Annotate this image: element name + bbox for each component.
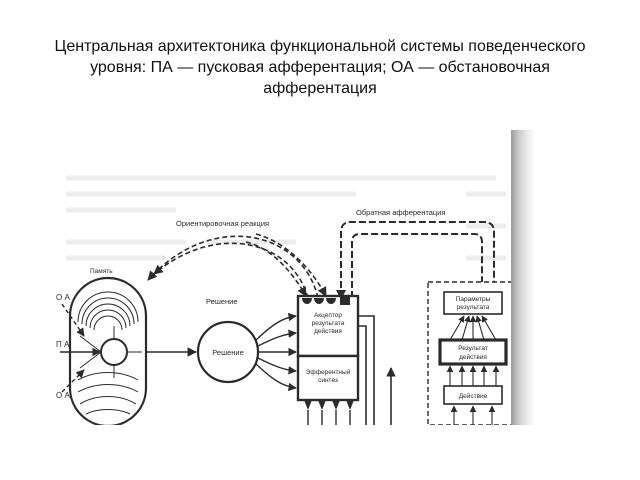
- result-to-params-arrows: [449, 315, 497, 341]
- decision-node-label: Решение: [212, 348, 244, 357]
- pa-label: П А: [56, 340, 70, 349]
- title-line-3: афферентация: [263, 80, 377, 97]
- orienting-reaction-label: Ориентировочная реакция: [176, 219, 269, 228]
- oa-bottom-label: О А: [56, 391, 70, 400]
- decision-output-arrows: [255, 312, 297, 392]
- title-line-2: уровня: ПА — пусковая афферентация; ОА —…: [90, 59, 550, 76]
- functional-system-diagram: Ориентировочная реакция Обратная афферен…: [56, 175, 511, 425]
- orienting-reaction-arrows: [147, 235, 319, 299]
- title-line-1: Центральная архитектоника функциональной…: [54, 38, 586, 55]
- input-arrows: [60, 303, 101, 393]
- efferent-synthesis-block: Эфферентный синтез: [296, 354, 360, 402]
- acceptor-label-line3: действия: [314, 327, 342, 335]
- acceptor-block: Акцептор результата действия: [296, 294, 360, 358]
- efferent-output-lines: [307, 410, 351, 425]
- page-title: Центральная архитектоника функциональной…: [10, 36, 630, 99]
- params-label-line1: Параметры: [456, 296, 491, 303]
- acceptor-label-line1: Акцептор: [314, 312, 342, 319]
- bleed-through-text: [66, 175, 506, 261]
- action-result-block: Результат действия: [438, 338, 508, 366]
- action-to-result-arrows: [446, 365, 500, 386]
- acceptor-label-line2: результата: [312, 320, 345, 327]
- oa-top-label: О А: [56, 293, 70, 302]
- launching-node-icon: [100, 338, 128, 366]
- external-result-frame: [427, 281, 511, 425]
- decision-label-top: Решение: [206, 297, 238, 306]
- efferent-output-arrows: [304, 400, 354, 410]
- action-label: Действие: [459, 392, 488, 400]
- action-block: Действие: [443, 385, 503, 405]
- efferent-label-line1: Эфферентный: [306, 368, 351, 376]
- decision-node: [196, 320, 260, 384]
- acceptor-side-lines: [358, 315, 375, 425]
- action-input-arrows: [450, 405, 496, 425]
- result-label-line1: Результат: [458, 345, 488, 352]
- efferent-label-line2: синтез: [318, 377, 338, 384]
- book-page-edge: [511, 130, 535, 425]
- memory-label: Память: [90, 268, 113, 275]
- params-label-line2: результата: [457, 304, 490, 311]
- acceptor-input-arrows: [245, 233, 327, 297]
- result-parameters-block: Параметры результата: [443, 291, 503, 315]
- feedback-afferentation-label: Обратная афферентация: [356, 208, 445, 217]
- feedback-afferentation-loop: [340, 221, 495, 298]
- result-label-line2: действия: [459, 353, 487, 361]
